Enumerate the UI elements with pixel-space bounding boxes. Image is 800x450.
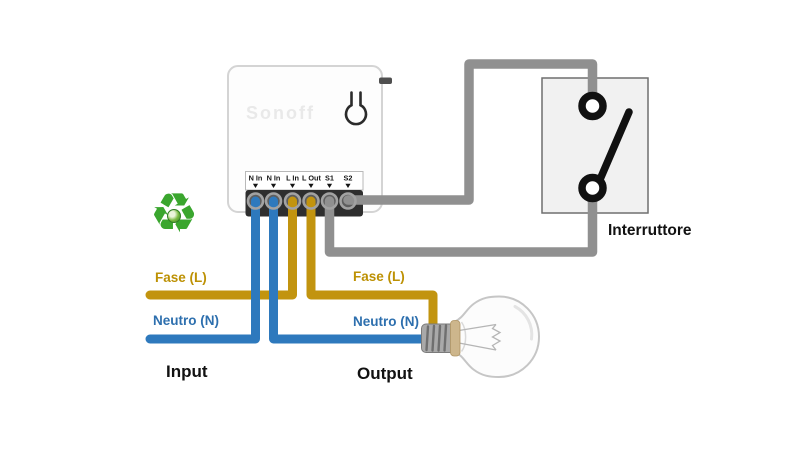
bulb-neck-line xyxy=(460,321,467,352)
terminal-label: N In xyxy=(249,174,263,183)
bulb-icon xyxy=(421,295,541,379)
input-neutro-label: Neutro (N) xyxy=(153,313,219,328)
terminal-arrow-icon xyxy=(252,183,259,188)
output-fase-label: Fase (L) xyxy=(353,269,405,284)
switch-lever xyxy=(596,108,633,184)
globe-icon xyxy=(167,209,181,223)
terminal-label: S2 xyxy=(344,174,353,183)
switch-contact-bottom xyxy=(578,173,607,203)
wire-s1-switch xyxy=(324,186,598,257)
switch-icon xyxy=(578,91,633,203)
wire-fase-output xyxy=(306,196,438,336)
terminal-label: N In xyxy=(267,174,281,183)
bulb-base-insulator xyxy=(450,320,461,357)
power-icon xyxy=(344,91,368,126)
terminal-socket-rings xyxy=(246,192,357,210)
terminal-label: L In xyxy=(286,174,299,183)
reset-tab xyxy=(379,77,392,84)
input-caption: Input xyxy=(166,362,208,381)
recycle-icon: ♻ xyxy=(145,184,203,242)
wire-neutro-output xyxy=(269,196,431,344)
bulb-highlight xyxy=(513,305,534,341)
wire-neutro-input xyxy=(145,196,260,344)
output-caption: Output xyxy=(357,364,413,383)
bulb-screw-threads xyxy=(425,324,448,352)
output-neutro-label: Neutro (N) xyxy=(353,314,419,329)
terminal-arrow-icon xyxy=(345,183,351,188)
bulb-filament xyxy=(458,323,502,351)
terminal-arrow-icon xyxy=(270,183,277,188)
input-fase-label: Fase (L) xyxy=(155,270,207,285)
terminal-label: L Out xyxy=(302,174,321,183)
terminal-arrow-icon xyxy=(289,183,296,188)
terminal-label: S1 xyxy=(325,174,334,183)
switch-caption: Interruttore xyxy=(608,222,692,239)
wire-fase-input xyxy=(145,196,297,300)
terminal-arrow-icon xyxy=(308,183,314,188)
bulb-glass xyxy=(454,295,541,379)
wire-s2-switch xyxy=(343,59,598,205)
brand-logo: Sonoff xyxy=(246,103,315,123)
switch-contact-top xyxy=(578,91,607,121)
terminal-arrow-icon xyxy=(326,183,333,188)
